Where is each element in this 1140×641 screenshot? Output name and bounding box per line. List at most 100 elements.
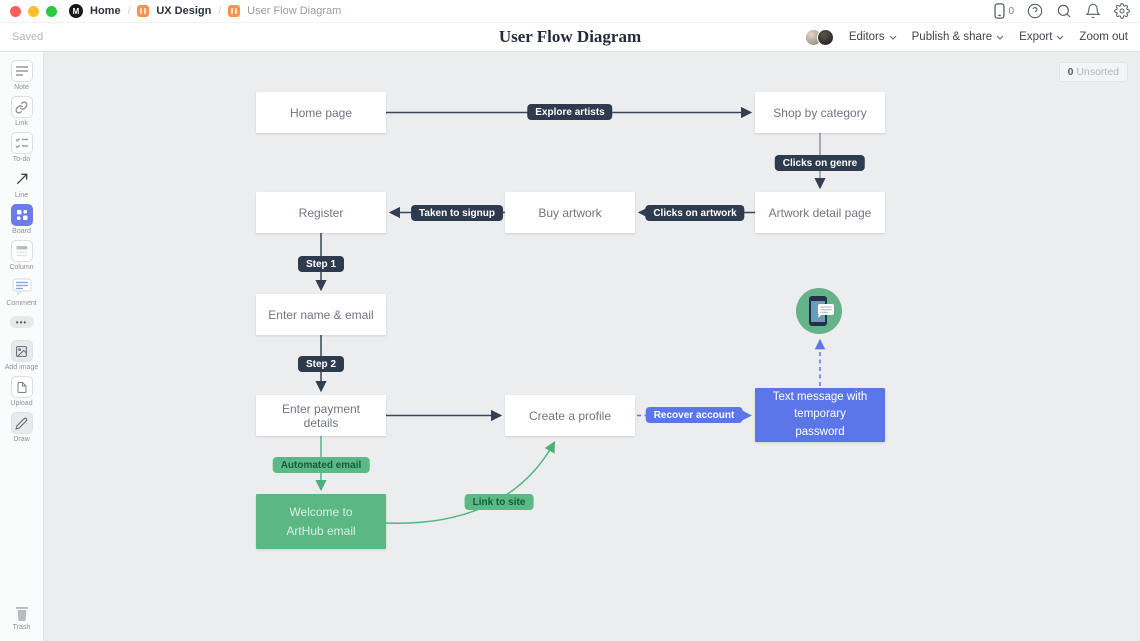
edge-label-taken-to-signup[interactable]: Taken to signup <box>411 205 503 221</box>
device-count: 0 <box>1008 5 1014 17</box>
breadcrumb-ux-design[interactable]: UX Design <box>156 5 212 17</box>
node-welcome-email[interactable]: Welcome to ArtHub email <box>256 494 386 549</box>
node-label: Enter payment details <box>281 401 361 430</box>
bell-icon <box>1085 3 1101 19</box>
trash-label: Trash <box>12 624 31 631</box>
tool-upload[interactable]: Upload <box>10 376 33 407</box>
node-shop-by-category[interactable]: Shop by category <box>755 92 885 133</box>
phone-message-image[interactable] <box>796 288 842 334</box>
node-label: Enter name & email <box>268 307 374 322</box>
export-label: Export <box>1019 31 1053 43</box>
tool-comment[interactable]: Comment <box>6 276 37 307</box>
note-icon <box>10 60 33 82</box>
tool-label: Upload <box>10 400 33 407</box>
trash-dropzone[interactable]: Trash <box>13 604 31 631</box>
tool-todo[interactable]: To-do <box>10 132 33 163</box>
node-label: Buy artwork <box>538 205 602 220</box>
tool-label: Link <box>15 120 28 127</box>
window-titlebar: M Home / UX Design / User Flow Diagram 0 <box>0 0 1140 23</box>
zoom-window-button[interactable] <box>46 5 57 17</box>
breadcrumb: Home / UX Design / User Flow Diagram <box>90 5 341 17</box>
zoom-out-button[interactable]: Zoom out <box>1079 31 1128 43</box>
unsorted-count: 0 <box>1067 66 1074 78</box>
device-preview-button[interactable]: 0 <box>994 3 1014 19</box>
edge-label-automated-email[interactable]: Automated email <box>272 457 370 473</box>
device-preview-icon <box>994 3 1006 19</box>
tool-line[interactable]: Line <box>11 168 33 199</box>
edge-label-step-2[interactable]: Step 2 <box>297 356 345 372</box>
tools-sidebar: Note Link To-do Line Board <box>0 52 44 641</box>
editor-avatars[interactable] <box>804 28 834 46</box>
node-label: Register <box>298 205 344 220</box>
upload-file-icon <box>10 376 33 398</box>
document-toolbar: Saved User Flow Diagram Editors Publish … <box>0 23 1140 52</box>
milanote-logo[interactable]: M <box>69 4 83 18</box>
node-create-a-profile[interactable]: Create a profile <box>505 395 635 436</box>
comment-icon <box>11 276 33 298</box>
zoom-out-label: Zoom out <box>1079 31 1128 43</box>
node-register[interactable]: Register <box>256 192 386 233</box>
node-label: Text message with temporary password <box>772 391 868 438</box>
edge-label-clicks-on-artwork[interactable]: Clicks on artwork <box>645 205 745 221</box>
publish-share-menu[interactable]: Publish & share <box>912 31 1005 43</box>
tool-label: Draw <box>13 436 30 443</box>
more-tools-button[interactable]: ••• <box>9 316 34 328</box>
breadcrumb-separator: / <box>127 5 131 17</box>
notifications-button[interactable] <box>1085 3 1101 19</box>
breadcrumb-home[interactable]: Home <box>90 5 121 17</box>
tool-label: Line <box>14 192 29 199</box>
add-image-icon <box>10 340 33 362</box>
search-button[interactable] <box>1056 3 1072 19</box>
settings-button[interactable] <box>1114 3 1130 19</box>
edge-label-explore-artists[interactable]: Explore artists <box>527 104 613 120</box>
tool-label: To-do <box>12 156 31 163</box>
help-icon <box>1027 3 1043 19</box>
chevron-down-icon <box>889 35 897 40</box>
editors-menu[interactable]: Editors <box>849 31 897 43</box>
node-label: Home page <box>289 105 353 120</box>
export-menu[interactable]: Export <box>1019 31 1064 43</box>
trash-icon <box>15 607 28 622</box>
node-enter-name-email[interactable]: Enter name & email <box>256 294 386 335</box>
window-controls <box>10 5 57 17</box>
tool-label: Board <box>12 228 31 235</box>
node-home-page[interactable]: Home page <box>256 92 386 133</box>
tool-column[interactable]: Column <box>9 240 34 271</box>
node-artwork-detail-page[interactable]: Artwork detail page <box>755 192 885 233</box>
node-label: Create a profile <box>528 408 612 423</box>
draw-pencil-icon <box>10 412 33 434</box>
tool-add-image[interactable]: Add image <box>5 340 38 371</box>
edge-label-clicks-on-genre[interactable]: Clicks on genre <box>774 155 866 171</box>
node-label: Welcome to ArtHub email <box>286 504 356 538</box>
tool-label: Column <box>9 264 34 271</box>
flow-connectors <box>315 106 826 524</box>
board-icon <box>137 5 150 17</box>
node-enter-payment-details[interactable]: Enter payment details <box>256 395 386 436</box>
phone-message-icon <box>796 288 842 334</box>
gear-icon <box>1114 3 1130 19</box>
tool-label: Comment <box>6 300 37 307</box>
board-canvas[interactable]: 0 Unsorted Home page Shop by category Re… <box>44 52 1140 641</box>
tool-note[interactable]: Note <box>10 60 33 91</box>
tool-label: Note <box>14 84 29 91</box>
edge-label-recover-account[interactable]: Recover account <box>645 407 743 423</box>
minimize-window-button[interactable] <box>28 5 39 17</box>
board-tool-icon <box>10 204 33 226</box>
help-button[interactable] <box>1027 3 1043 19</box>
edge-label-step-1[interactable]: Step 1 <box>297 256 345 272</box>
tool-link[interactable]: Link <box>10 96 33 127</box>
unsorted-badge[interactable]: 0 Unsorted <box>1058 62 1128 82</box>
line-icon <box>11 168 33 190</box>
unsorted-label: Unsorted <box>1076 66 1119 78</box>
node-buy-artwork[interactable]: Buy artwork <box>505 192 635 233</box>
column-icon <box>10 240 33 262</box>
node-label: Shop by category <box>773 105 867 120</box>
node-text-message[interactable]: Text message with temporary password <box>755 388 885 442</box>
search-icon <box>1057 4 1071 18</box>
close-window-button[interactable] <box>10 5 21 17</box>
avatar <box>816 28 834 46</box>
tool-board[interactable]: Board <box>10 204 33 235</box>
save-status: Saved <box>12 31 44 43</box>
edge-label-link-to-site[interactable]: Link to site <box>464 494 534 510</box>
tool-draw[interactable]: Draw <box>10 412 33 443</box>
